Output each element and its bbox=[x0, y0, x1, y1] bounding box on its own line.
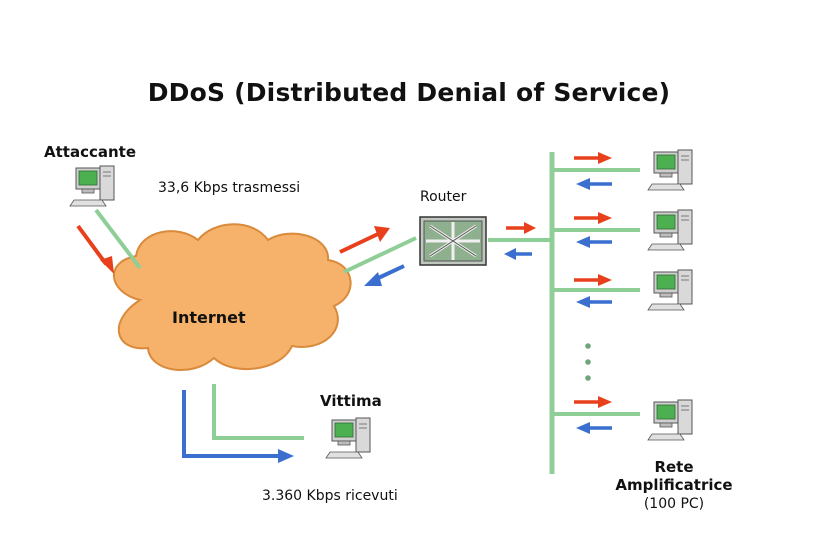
internet-router-request-arrow bbox=[339, 232, 379, 254]
internet-label: Internet bbox=[172, 308, 246, 327]
internet-victim-link bbox=[212, 384, 304, 440]
internet-router-link bbox=[343, 236, 417, 274]
amplifier-computer-icon bbox=[647, 209, 693, 251]
attacker-computer-icon bbox=[69, 165, 115, 207]
bus-router-reply-arrowhead bbox=[504, 248, 516, 260]
attacker-rate-note: 33,6 Kbps trasmessi bbox=[158, 180, 301, 196]
internet-router-request-arrowhead bbox=[374, 226, 390, 242]
amplifier-branch-2 bbox=[552, 212, 640, 248]
amplifier-computer-icon bbox=[647, 149, 693, 191]
amplifier-computer-icon bbox=[647, 269, 693, 311]
router-bus-request-arrowhead bbox=[524, 222, 536, 234]
amplifier-ellipsis bbox=[585, 343, 591, 381]
victim-rate-note: 3.360 Kbps ricevuti bbox=[262, 488, 398, 504]
internet-cloud-icon bbox=[113, 223, 352, 372]
diagram-title: DDoS (Distributed Denial of Service) bbox=[147, 78, 671, 107]
amplifier-label-line3: (100 PC) bbox=[643, 496, 705, 512]
attacker-request-arrowhead bbox=[100, 256, 114, 274]
router-internet-reply-arrowhead bbox=[364, 272, 382, 286]
internet-victim-reply-arrowhead bbox=[278, 449, 294, 463]
amplifier-branch-3 bbox=[552, 274, 640, 308]
attacker-label: Attaccante bbox=[44, 143, 136, 161]
amplifier-label-line1: Rete bbox=[654, 458, 694, 476]
router-label: Router bbox=[420, 189, 467, 205]
victim-label: Vittima bbox=[320, 392, 382, 410]
amplifier-computer-icon bbox=[647, 399, 693, 441]
amplifier-label-line2: Amplificatrice bbox=[615, 476, 733, 494]
attacker-link bbox=[94, 208, 142, 270]
amplifier-branch-1 bbox=[552, 152, 640, 190]
router-icon bbox=[419, 216, 487, 266]
attacker-request-arrow bbox=[76, 224, 108, 266]
victim-computer-icon bbox=[325, 417, 371, 459]
amplifier-branch-4 bbox=[552, 396, 640, 434]
internet-victim-reply-arrow bbox=[182, 390, 280, 458]
